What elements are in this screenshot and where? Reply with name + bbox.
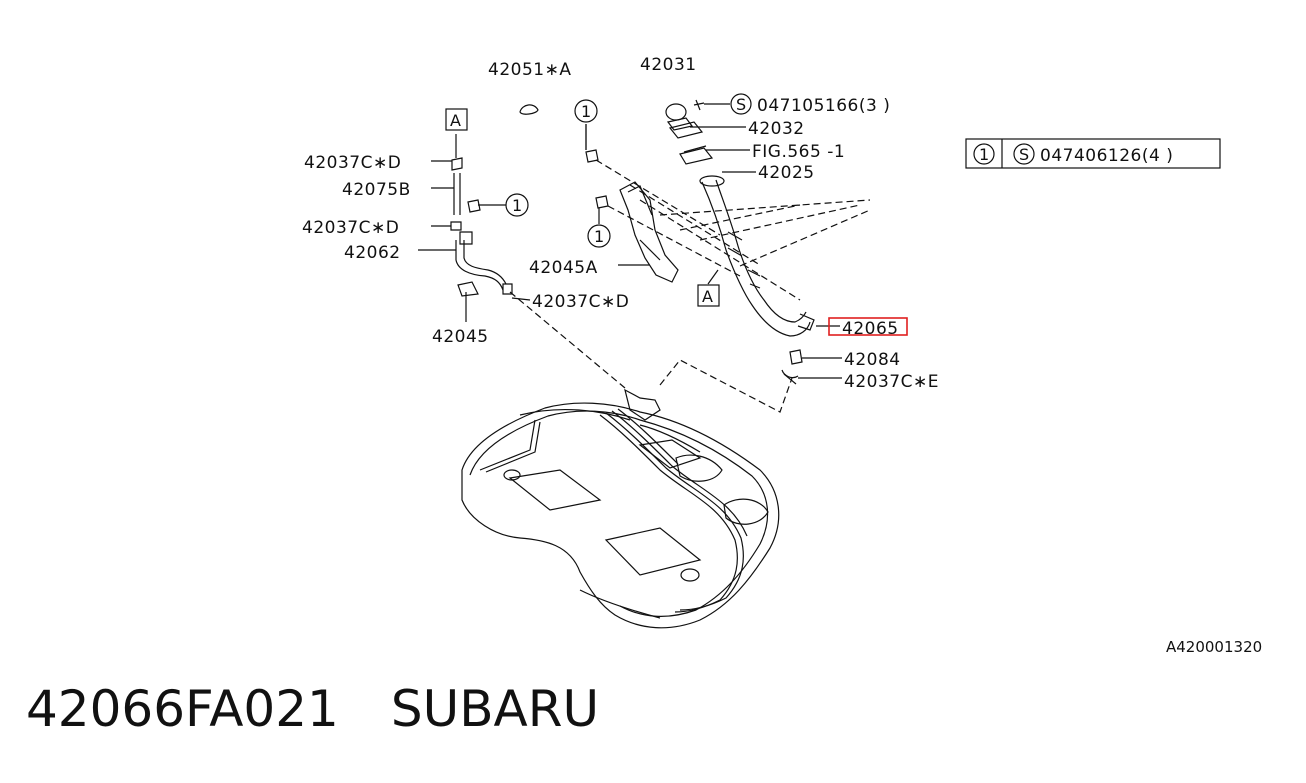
label-42062: 42062 xyxy=(344,243,401,263)
label-42037cd-3: 42037C∗D xyxy=(532,292,629,312)
label-42032: 42032 xyxy=(748,119,805,139)
circle-marker-1-left: 1 xyxy=(505,193,529,217)
label-42045a: 42045A xyxy=(529,258,598,278)
protector-42045a xyxy=(619,181,679,283)
circle-marker-1-top: 1 xyxy=(574,99,598,123)
label-fig565: FIG.565 -1 xyxy=(752,142,845,162)
svg-text:S: S xyxy=(736,95,746,114)
label-42065: 42065 xyxy=(842,319,899,339)
label-42075b: 42075B xyxy=(342,180,411,200)
screw-symbol-s: S xyxy=(730,93,752,115)
fuel-tank xyxy=(461,388,780,629)
svg-text:1: 1 xyxy=(512,196,522,215)
label-42037cd-2: 42037C∗D xyxy=(302,218,399,238)
dashed-assembly-lines xyxy=(509,159,871,413)
label-42045: 42045 xyxy=(432,327,489,347)
clamps xyxy=(781,349,803,385)
filler-cap-parts xyxy=(665,99,725,187)
label-42037ce: 42037C∗E xyxy=(844,372,939,392)
label-42051a: 42051∗A xyxy=(488,60,571,80)
section-marker-a-right: A xyxy=(697,284,720,307)
diagram-reference-code: A420001320 xyxy=(1166,638,1262,656)
section-marker-a-top: A xyxy=(445,108,468,131)
label-047105166: 047105166(3 ) xyxy=(757,96,890,116)
vent-hoses xyxy=(450,157,507,297)
svg-text:A: A xyxy=(450,111,461,130)
part-number: 42066FA021 xyxy=(26,680,339,738)
circle-marker-1-mid: 1 xyxy=(587,224,611,248)
legend-screw-symbol xyxy=(1013,143,1035,165)
label-42037cd-1: 42037C∗D xyxy=(304,153,401,173)
legend-number: 1 xyxy=(979,145,989,164)
leader-lines xyxy=(418,103,842,379)
label-42031: 42031 xyxy=(640,55,697,75)
legend-circle-1 xyxy=(973,143,995,165)
label-42084: 42084 xyxy=(844,350,901,370)
part-caption: 42066FA021 SUBARU xyxy=(26,680,651,738)
svg-text:1: 1 xyxy=(594,227,604,246)
highlight-box-42065 xyxy=(828,317,908,336)
brand-name: SUBARU xyxy=(390,680,600,738)
svg-text:A: A xyxy=(702,287,713,306)
part-42051a-cap xyxy=(519,104,539,115)
filler-pipe xyxy=(701,179,815,337)
legend-symbol-s: S xyxy=(1019,145,1029,164)
svg-text:1: 1 xyxy=(581,102,591,121)
legend-table: 1 S 047406126(4 ) xyxy=(965,138,1221,169)
legend-part-number: 047406126(4 ) xyxy=(1040,146,1173,166)
label-42025: 42025 xyxy=(758,163,815,183)
